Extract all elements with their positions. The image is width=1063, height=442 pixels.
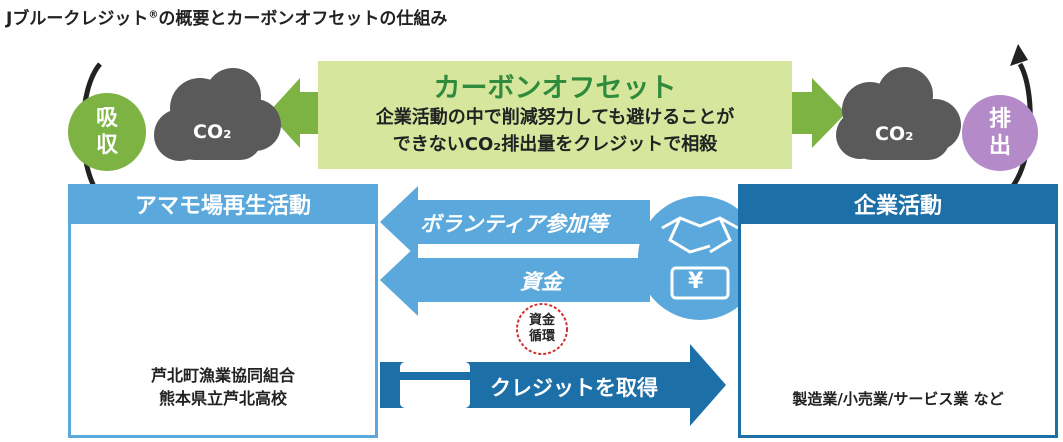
absorb-badge: 吸収	[68, 93, 146, 171]
company-panel	[738, 184, 1058, 438]
registered-mark: ®	[148, 9, 159, 21]
volunteer-label: ボランティア参加等	[420, 212, 608, 236]
carbon-offset-box	[318, 61, 792, 169]
yen-box	[670, 266, 730, 300]
seagrass-panel	[68, 184, 378, 438]
company-panel-heading: 企業活動	[738, 184, 1058, 224]
handshake-icon	[661, 216, 739, 254]
exchange-circle	[638, 196, 762, 320]
cycle-label-1: 資金	[528, 313, 555, 328]
carbon-offset-line1: 企業活動の中で削減努力しても避けることが	[375, 107, 735, 128]
co2-left-label: CO₂	[193, 121, 232, 143]
carbon-offset-description: 企業活動の中で削減努力しても避けることが できないCO₂排出量をクレジットで相殺	[318, 104, 792, 158]
offset-arrow-right-icon	[792, 78, 846, 148]
volunteer-arrow-icon	[380, 186, 650, 258]
yen-icon: ¥	[688, 269, 704, 294]
funds-label: 資金	[520, 270, 562, 294]
emit-label-1: 排	[988, 107, 1011, 132]
seagrass-panel-heading: アマモ場再生活動	[68, 184, 378, 224]
cloud-icon-right	[836, 67, 961, 160]
seagrass-orgs: 芦北町漁業協同組合 熊本県立芦北高校	[68, 364, 378, 410]
org-high-school: 熊本県立芦北高校	[158, 389, 287, 408]
carbon-offset-heading: カーボンオフセット	[433, 73, 677, 104]
co2-right-label: CO₂	[875, 123, 914, 145]
absorb-label-2: 収	[95, 133, 118, 158]
cloud-icon-left	[154, 68, 281, 161]
company-industries: 製造業/小売業/サービス業 など	[792, 390, 1004, 408]
emit-label-2: 出	[988, 134, 1011, 159]
emit-badge: 排出	[962, 95, 1038, 171]
org-fishery-coop: 芦北町漁業協同組合	[150, 366, 295, 385]
credit-label: クレジットを取得	[490, 376, 658, 400]
cycle-stamp	[516, 303, 568, 355]
title-main: Jブルークレジット	[6, 9, 149, 29]
cycle-label-2: 循環	[528, 329, 555, 344]
offset-arrow-left-icon	[268, 78, 318, 148]
page-title: Jブルークレジット®の概要とカーボンオフセットの仕組み	[6, 4, 447, 29]
cycle-stamp-text: 資金 循環	[517, 313, 567, 345]
absorb-label-1: 吸	[95, 106, 118, 131]
funds-arrow-icon	[380, 244, 650, 316]
carbon-offset-line2: できないCO₂排出量をクレジットで相殺	[392, 134, 718, 155]
credit-card-icon	[400, 362, 470, 408]
title-rest: の概要とカーボンオフセットの仕組み	[158, 9, 448, 29]
